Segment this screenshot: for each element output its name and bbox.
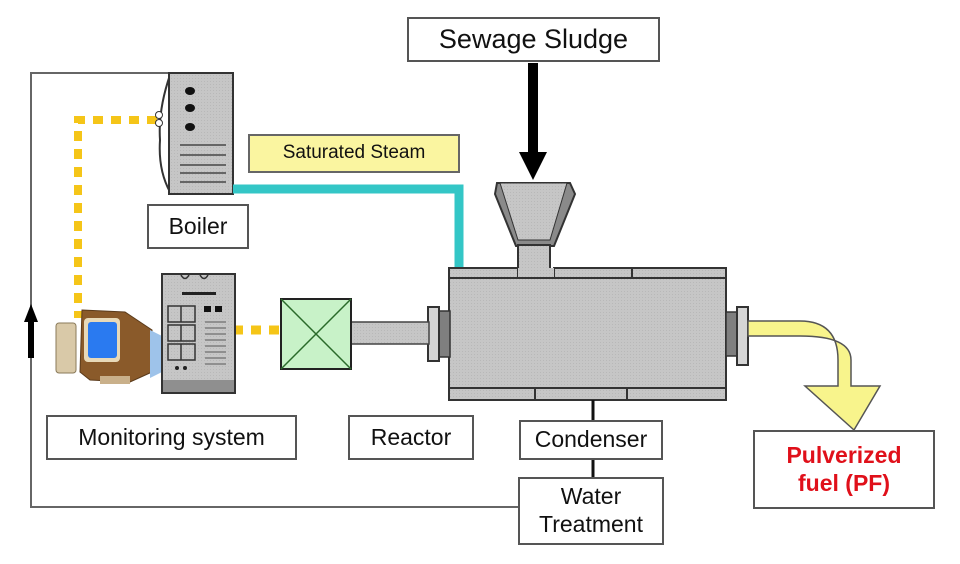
up-arrow-icon [24, 304, 38, 358]
return-water-line [30, 72, 518, 508]
steam-pipe [233, 184, 464, 268]
monitoring-system-label: Monitoring system [46, 415, 297, 460]
boiler-label: Boiler [147, 204, 249, 249]
saturated-steam-label: Saturated Steam [248, 134, 460, 173]
boiler-icon [155, 72, 234, 195]
condenser-text: Condenser [534, 426, 648, 453]
condenser-label: Condenser [519, 420, 663, 460]
computer-icon [55, 309, 162, 384]
reactor-vessel-icon [427, 267, 749, 401]
water-treatment-text-line1: Water [560, 483, 622, 510]
pulverized-fuel-text-line2: fuel (PF) [798, 469, 890, 496]
drive-shaft [350, 321, 430, 345]
reactor-label: Reactor [348, 415, 474, 460]
pulverized-fuel-label: Pulverized fuel (PF) [753, 430, 935, 509]
hopper-icon [493, 182, 577, 274]
sludge-arrow-icon [519, 63, 547, 180]
control-cabinet-icon [161, 273, 236, 394]
pulverized-fuel-text-line1: Pulverized [786, 441, 902, 468]
reactor-text: Reactor [370, 423, 452, 450]
water-treatment-label: Water Treatment [518, 477, 664, 545]
motor-icon [280, 298, 352, 370]
boiler-text: Boiler [168, 212, 228, 239]
water-treatment-text-line2: Treatment [539, 511, 643, 537]
saturated-steam-text: Saturated Steam [282, 142, 426, 164]
sewage-sludge-label: Sewage Sludge [407, 17, 660, 62]
sewage-sludge-text: Sewage Sludge [438, 24, 629, 55]
monitoring-system-text: Monitoring system [78, 423, 265, 450]
fuel-output-arrow [747, 320, 882, 432]
signal-line-boiler [74, 116, 157, 318]
